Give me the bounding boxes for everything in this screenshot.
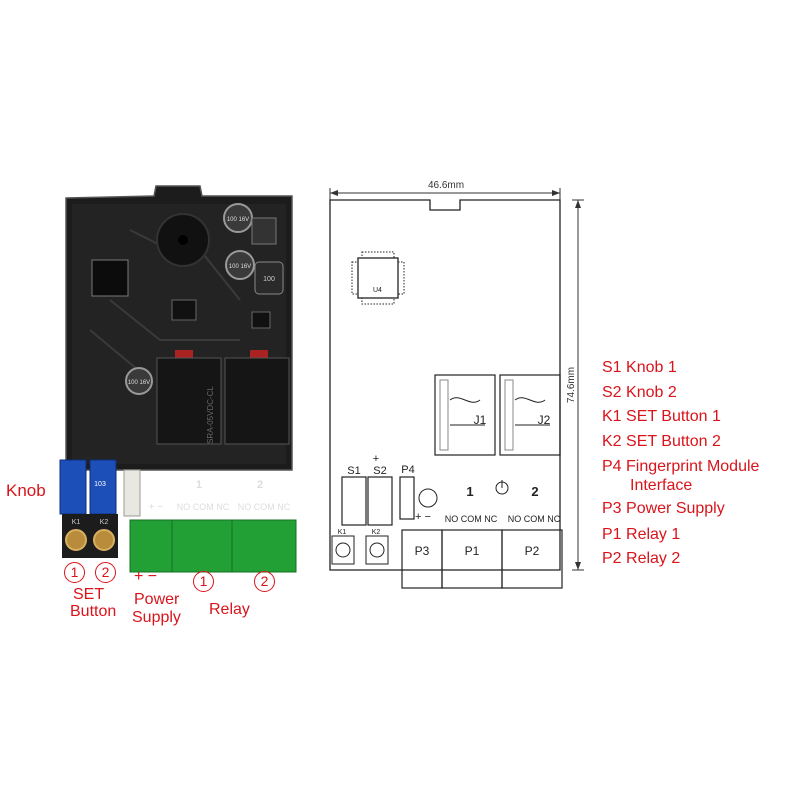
j2-label: J2 [538,413,551,427]
legend-p4: P4 Fingerprint Module [602,458,760,475]
led-2 [250,350,268,358]
pcb-photo: 100 16V 100 16V 100 16V 100 SRA-05VDC-CL… [59,185,297,573]
u4-pins-b [361,297,395,305]
relay-1-terminal [171,519,233,573]
j2-relay [499,374,561,456]
height-dim-text: 74.6mm [566,367,577,403]
height-arrow-t [575,200,581,208]
capacitor-3 [125,367,153,395]
j2-pad [504,379,514,451]
p1-label: P1 [465,544,480,558]
s2-plus: + [373,453,379,465]
callout-button: Button [70,603,117,620]
drawing-relay-num-2: 2 [531,484,538,499]
drawing-k2-label: K2 [372,529,381,536]
pcb-relay-num-2: 2 [257,479,263,491]
k2-button-circle [369,542,385,558]
legend-s2: S2 Knob 2 [602,384,677,401]
mount-hole [418,488,438,508]
u4-label: U4 [373,287,382,294]
k2-button [365,535,389,565]
j1-coil [449,397,485,426]
j1-relay [434,374,496,456]
j1-pad [439,379,449,451]
relay-body-text: SRA-05VDC-CL [206,386,215,444]
pcb-relay-num-1: 1 [196,479,202,491]
potentiometer-1 [59,459,87,515]
callout-relay-2: 2 [254,571,275,592]
relay-2-terminal [231,519,297,573]
inductor [254,261,284,295]
mcu-chip [91,259,129,297]
legend-p3: P3 Power Supply [602,500,725,517]
legend-k1: K1 SET Button 1 [602,408,721,425]
set-button-k2 [93,529,115,551]
j1-label: J1 [474,413,487,427]
set-button-k1 [65,529,87,551]
pcb-no-com-nc-1: NO COM NC [177,502,230,512]
width-arrow-r [552,190,560,196]
buzzer-hole [178,235,188,245]
p4-connector [399,476,415,520]
p3-label: P3 [415,544,430,558]
pcb-plus-minus: + − [149,502,164,513]
callout-set: SET [73,586,105,603]
legend-s1: S1 Knob 1 [602,359,677,376]
u4-pins-r [397,261,405,295]
width-dim-text: 46.6mm [428,180,464,191]
j2-coil [514,397,550,426]
legend-p4-interface: Interface [630,477,693,494]
pot-label: 103 [94,481,106,488]
u4-pins-t [361,251,395,259]
pcb-k1-text: K1 [72,519,81,526]
pcb-k2-text: K2 [100,519,109,526]
led-1 [175,350,193,358]
callout-supply: Supply [132,609,181,626]
p2-terminal [501,529,563,589]
relay-1 [156,357,222,445]
drawing-no-com-nc-2: NO COM NC [508,514,561,524]
callout-button-1: 1 [64,562,85,583]
pcb-traces [89,229,241,381]
small-chip-2 [251,311,271,329]
callout-button-2: 2 [95,562,116,583]
callout-relay-1: 1 [193,571,214,592]
drawing-plus-minus: + − [415,511,431,523]
inductor-text: 100 [263,276,275,283]
height-arrow-b [575,562,581,570]
callout-relay: Relay [209,601,250,618]
small-chip-1 [171,299,197,321]
technical-drawing: 46.6mm 74.6mm U4 J1 J2 S1 S2 + P4 + − 1 … [329,180,584,589]
capacitor-2 [225,250,255,280]
drawing-k1-label: K1 [338,529,347,536]
relay-2 [224,357,290,445]
s1-label: S1 [347,465,360,477]
k1-button-circle [335,542,351,558]
cap-2-text: 100 16V [229,264,251,270]
s2-label: S2 [373,465,386,477]
s1-knob [341,476,367,526]
callout-knob: Knob [6,481,46,500]
p2-label: P2 [525,544,540,558]
legend-p1: P1 Relay 1 [602,526,681,543]
cap-3-text: 100 16V [128,380,150,386]
s2-knob [367,476,393,526]
pcb-no-com-nc-2: NO COM NC [238,502,291,512]
callout-plus-minus: + − [134,568,158,585]
callout-power: Power [134,591,180,608]
drawing-relay-num-1: 1 [466,484,473,499]
legend-k2: K2 SET Button 2 [602,433,721,450]
k1-button [331,535,355,565]
width-arrow-l [330,190,338,196]
cap-1-text: 100 16V [227,217,249,223]
drawing-no-com-nc-1: NO COM NC [445,514,498,524]
legend-p2: P2 Relay 2 [602,550,681,567]
fingerprint-connector [123,469,141,517]
p4-label: P4 [401,464,414,476]
u4-pins-l [351,261,359,295]
regulator [251,217,277,245]
power-terminal [129,519,173,573]
